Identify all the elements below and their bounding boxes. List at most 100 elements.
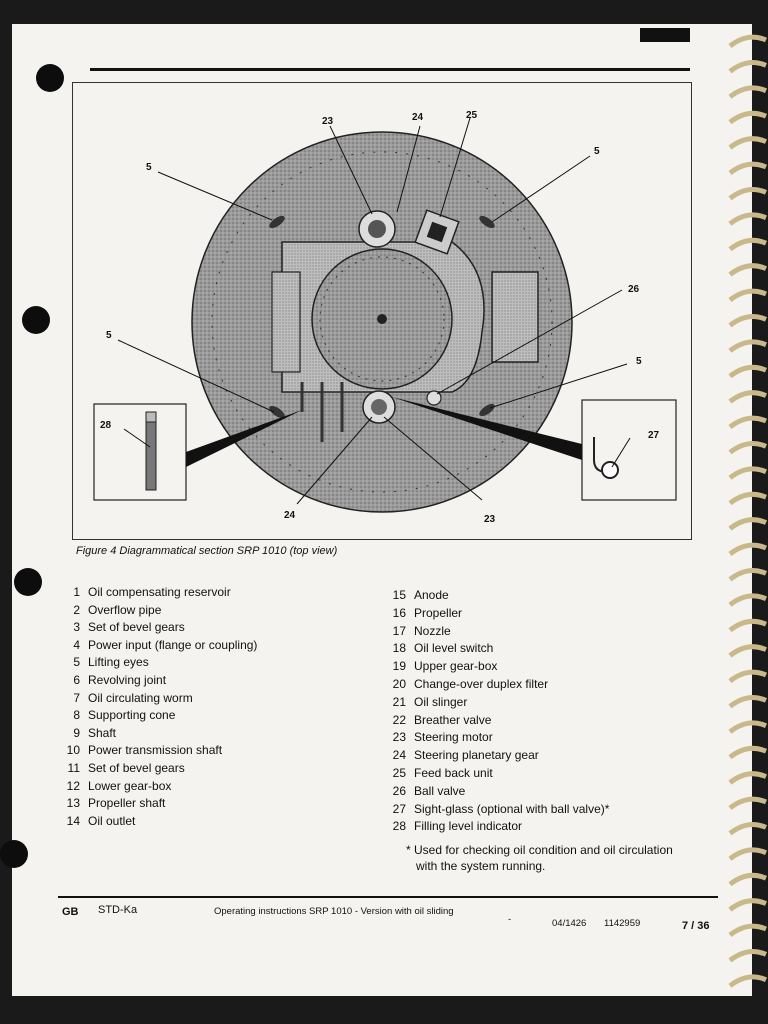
footer-title: Operating instructions SRP 1010 - Versio… bbox=[214, 906, 454, 917]
spiral-ring bbox=[728, 34, 768, 49]
legend-text: Anode bbox=[414, 588, 449, 602]
footer-dash: - bbox=[508, 914, 512, 925]
spiral-ring bbox=[728, 948, 768, 963]
spiral-ring bbox=[728, 593, 768, 607]
legend-number: 26 bbox=[392, 783, 406, 798]
legend-item: 26 Ball valve bbox=[384, 783, 466, 798]
legend-text: Ball valve bbox=[414, 783, 466, 798]
bolt-circle bbox=[211, 151, 553, 493]
legend-text: Oil compensating reservoir bbox=[88, 585, 231, 599]
punch-hole bbox=[36, 64, 64, 92]
legend-number: 15 bbox=[392, 588, 406, 602]
callout-label: 28 bbox=[100, 420, 112, 431]
spiral-ring bbox=[728, 923, 768, 938]
spiral-ring bbox=[728, 821, 768, 836]
figure-caption: Figure 4 Diagrammatical section SRP 1010… bbox=[76, 545, 338, 557]
inset-pointer-right bbox=[392, 397, 582, 460]
legend-number: 9 bbox=[73, 725, 80, 740]
spiral-ring bbox=[728, 745, 768, 760]
punch-hole bbox=[14, 568, 42, 596]
sight-glass-shape bbox=[601, 461, 619, 479]
legend-item: 27 Sight-glass (optional with ball valve)… bbox=[384, 801, 610, 816]
legend-text: Shaft bbox=[88, 725, 117, 740]
punch-hole bbox=[0, 840, 28, 868]
legend-item: 23 Steering motor bbox=[384, 730, 493, 744]
legend-text: Propeller shaft bbox=[88, 796, 166, 811]
footer-code: STD-Ka bbox=[98, 904, 138, 916]
spiral-ring bbox=[728, 771, 768, 785]
oil-compensating-reservoir bbox=[271, 271, 301, 373]
legend-number: 2 bbox=[73, 602, 80, 617]
legend-number: 17 bbox=[392, 623, 406, 638]
punch-hole bbox=[22, 306, 50, 334]
callout-label: 26 bbox=[628, 284, 640, 295]
legend-item: 11 Set of bevel gears bbox=[58, 761, 185, 775]
legend-item: 9 Shaft bbox=[58, 726, 116, 740]
spiral-ring bbox=[728, 186, 768, 201]
callout-label: 24 bbox=[412, 112, 424, 123]
lifting-eye bbox=[479, 403, 495, 417]
figure-frame bbox=[72, 82, 692, 540]
inset-pointer-left bbox=[186, 410, 302, 467]
legend-number: 27 bbox=[392, 801, 406, 816]
diagram-top-view: 23 24 25 5 26 5 27 23 24 5 28 5 bbox=[93, 110, 677, 525]
spiral-ring bbox=[728, 567, 768, 582]
legend-text: Propeller bbox=[414, 605, 463, 620]
legend-text: Oil slinger bbox=[414, 694, 468, 709]
pipes bbox=[300, 382, 344, 442]
legend-text: Set of bevel gears bbox=[88, 620, 185, 635]
legend-number: 10 bbox=[66, 743, 80, 758]
legend-number: 28 bbox=[392, 819, 406, 834]
legend-text: Upper gear-box bbox=[414, 659, 498, 674]
callout-label: 5 bbox=[106, 330, 112, 341]
legend-text: Set of bevel gears bbox=[88, 761, 185, 775]
callout-label: 5 bbox=[146, 162, 152, 173]
legend-text: Change-over duplex filter bbox=[414, 677, 549, 691]
spiral-ring bbox=[728, 237, 768, 252]
spiral-ring bbox=[728, 161, 768, 176]
spiral-ring bbox=[728, 669, 768, 684]
spiral-ring bbox=[728, 542, 768, 557]
spiral-ring bbox=[728, 872, 768, 887]
spiral-ring bbox=[728, 364, 768, 379]
spiral-ring bbox=[728, 390, 768, 404]
legend-text: Sight-glass (optional with ball valve)* bbox=[414, 801, 610, 816]
spiral-ring bbox=[728, 644, 768, 658]
legend-number: 23 bbox=[392, 730, 406, 745]
legend-number: 1 bbox=[73, 585, 80, 599]
legend-text: Power transmission shaft bbox=[88, 743, 223, 758]
ball-valve bbox=[426, 390, 442, 406]
legend-text: Steering motor bbox=[414, 730, 493, 745]
legend-number: 20 bbox=[392, 677, 406, 691]
legend-number: 7 bbox=[73, 690, 80, 705]
legend-text: Steering planetary gear bbox=[414, 748, 539, 763]
callout-label: 25 bbox=[466, 110, 478, 121]
lifting-eye bbox=[269, 405, 285, 419]
legend-number: 12 bbox=[66, 778, 80, 793]
legend-number: 11 bbox=[67, 761, 80, 775]
header-rule bbox=[90, 68, 690, 71]
spiral-ring bbox=[728, 898, 768, 912]
legend-number: 18 bbox=[392, 641, 406, 656]
spiral-ring bbox=[728, 618, 768, 633]
spiral-ring bbox=[728, 313, 768, 328]
callout-label: 23 bbox=[484, 514, 496, 525]
header-mark bbox=[640, 28, 690, 42]
spiral-ring bbox=[728, 415, 768, 430]
footer-doc-number: 04/1426 bbox=[552, 918, 587, 929]
spiral-ring bbox=[728, 339, 768, 353]
spiral-ring bbox=[728, 85, 768, 99]
footer-part-number: 1142959 bbox=[604, 918, 641, 929]
footnote: * Used for checking oil condition and oi… bbox=[406, 842, 706, 874]
